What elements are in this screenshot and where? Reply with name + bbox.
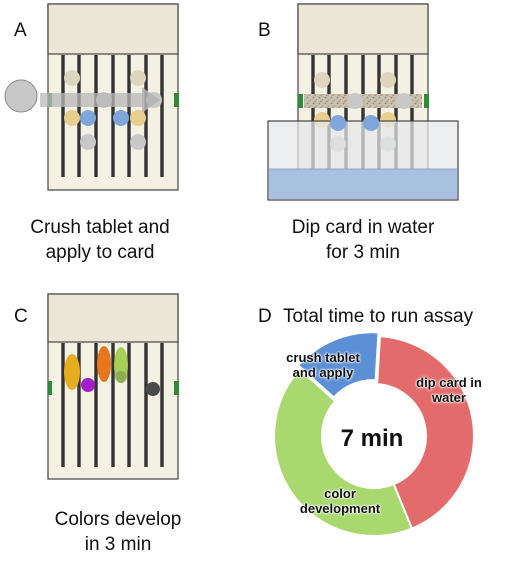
panel-a-arrow-shaft [40,93,144,107]
panel-c-caption-line-1: Colors develop [54,509,182,530]
donut-label-crush-line-2: and apply [292,365,354,380]
panel-c-caption: Colors develop in 3 min [18,507,218,557]
donut-slice-color [273,367,414,537]
panel-a-card [4,3,179,191]
panel-c-caption-line-2: in 3 min [84,534,152,555]
chart-title: Total time to run assay [283,306,474,327]
water-tank [267,115,459,201]
tablet-icon [4,79,38,113]
panel-a-caption-line-2: apply to card [45,242,155,263]
panel-a-wax-right [174,93,179,107]
panel-a-letter: A [14,20,27,41]
panel-a-arrow-head [142,87,160,113]
donut-center-label: 7 min [340,425,404,452]
donut-slice-dip [376,335,475,530]
panel-a-caption: Crush tablet and apply to card [0,215,200,265]
donut-label-color: color development [285,486,395,516]
panel-c-card [47,293,179,480]
donut-label-crush-line-1: crush tablet [286,350,360,365]
water-fill [269,169,457,199]
panel-b-caption-line-1: Dip card in water [291,217,435,238]
donut-slice-crush [296,331,380,399]
developed-colors [64,346,160,396]
panel-b-caption-line-2: for 3 min [326,242,400,263]
donut-chart [273,331,475,537]
donut-label-dip-line-2: water [432,390,466,405]
donut-label-crush: crush tablet and apply [278,350,368,380]
donut-label-color-line-2: development [299,501,381,516]
panel-c-letter: C [14,306,28,327]
panel-b-caption: Dip card in water for 3 min [263,215,463,265]
donut-label-color-line-1: color [324,486,356,501]
panel-d-letter: D [258,306,272,327]
panel-a-caption-line-1: Crush tablet and [30,217,170,238]
donut-label-dip-line-1: dip card in [416,375,482,390]
donut-label-dip: dip card in water [404,375,494,405]
panel-b-letter: B [258,20,271,41]
